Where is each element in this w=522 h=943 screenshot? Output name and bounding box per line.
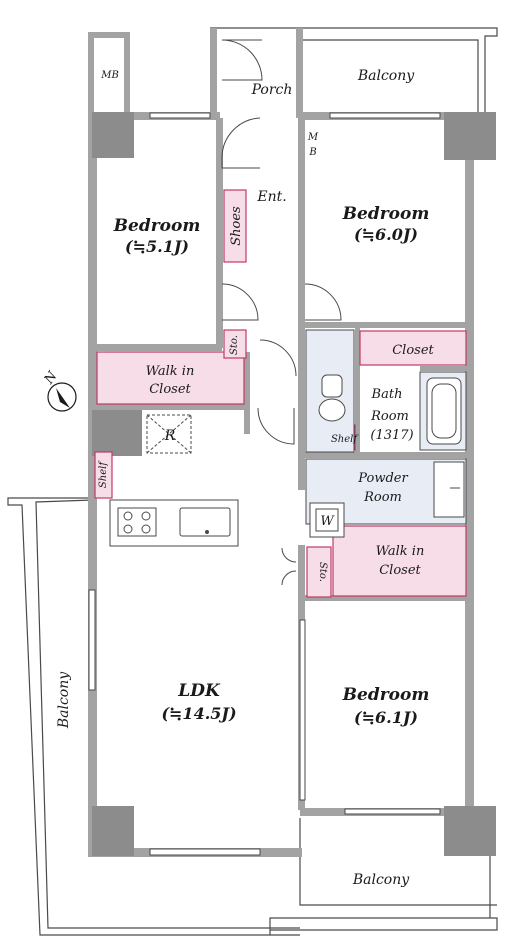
kitchen-counter — [109, 499, 239, 547]
label-wic-west-2: Closet — [149, 382, 191, 397]
room-name-bedroom-se: Bedroom — [342, 685, 430, 705]
stove — [117, 507, 157, 537]
balcony-top-outline — [210, 27, 498, 118]
toilet-bowl — [318, 398, 346, 422]
label-bath-1: Bath — [371, 387, 403, 402]
label-entrance: Ent. — [256, 189, 286, 205]
ldk-door-right — [281, 570, 297, 586]
label-closet: Closet — [392, 343, 434, 358]
vanity — [433, 461, 465, 518]
columns — [92, 112, 496, 856]
label-shoes: Shoes — [229, 206, 244, 246]
room-size-bedroom-ne: (≒6.0J) — [354, 225, 418, 244]
refrigerator — [146, 414, 192, 454]
label-wic-east-2: Closet — [379, 563, 421, 578]
closet-east — [359, 330, 467, 366]
label-shelf-bath: Shelf — [331, 434, 359, 445]
label-bath-3: (1317) — [370, 428, 413, 443]
label-sto-top: Sto. — [229, 335, 240, 355]
room-name-bedroom-ne: Bedroom — [342, 204, 430, 224]
label-washer: W — [320, 514, 335, 529]
bedroom-ne-door — [304, 283, 342, 321]
storage-top — [223, 329, 247, 359]
room-size-bedroom-nw: (≒5.1J) — [125, 237, 189, 256]
sink — [179, 507, 231, 537]
walls — [88, 28, 474, 857]
label-powder-1: Powder — [357, 471, 408, 486]
label-powder-2: Room — [363, 490, 402, 505]
label-balcony-top: Balcony — [357, 68, 415, 84]
label-mb-mid-1: M — [307, 132, 319, 143]
corridor-door — [257, 407, 295, 445]
bedroom-nw-door — [221, 283, 259, 321]
room-name-bedroom-nw: Bedroom — [113, 216, 201, 236]
label-wic-east-1: Walk in — [376, 544, 425, 559]
room-size-ldk: (≒14.5J) — [161, 704, 236, 723]
label-wic-west-1: Walk in — [146, 364, 195, 379]
closets — [94, 189, 467, 598]
room-size-bedroom-se: (≒6.1J) — [354, 708, 418, 727]
walk-in-closet-west — [96, 351, 245, 405]
storage-bottom — [306, 546, 332, 598]
balcony-left-outline — [7, 497, 498, 936]
porch-door — [221, 39, 263, 81]
shelf-left — [94, 451, 113, 499]
compass: N — [41, 369, 77, 412]
fixtures — [109, 374, 465, 547]
toilet-door — [259, 339, 297, 377]
label-balcony-bottom: Balcony — [352, 872, 410, 888]
label-bath-2: Room — [370, 409, 409, 424]
doors — [221, 39, 342, 586]
label-sto-bottom: Sto. — [317, 562, 328, 582]
windows — [88, 112, 441, 856]
label-mb-top: MB — [100, 70, 119, 81]
ldk-door-left — [281, 547, 297, 563]
bathtub — [426, 377, 462, 445]
label-shelf-left: Shelf — [98, 460, 109, 488]
toilet-tank — [321, 374, 343, 398]
entrance-door — [221, 117, 261, 169]
label-balcony-left: Balcony — [56, 671, 72, 729]
label-mb-mid-2: B — [308, 147, 316, 158]
label-porch: Porch — [251, 82, 293, 98]
shoes-closet — [223, 189, 247, 263]
label-refrigerator: R — [164, 428, 176, 444]
walk-in-closet-east — [332, 525, 467, 597]
room-name-ldk: LDK — [177, 681, 221, 701]
